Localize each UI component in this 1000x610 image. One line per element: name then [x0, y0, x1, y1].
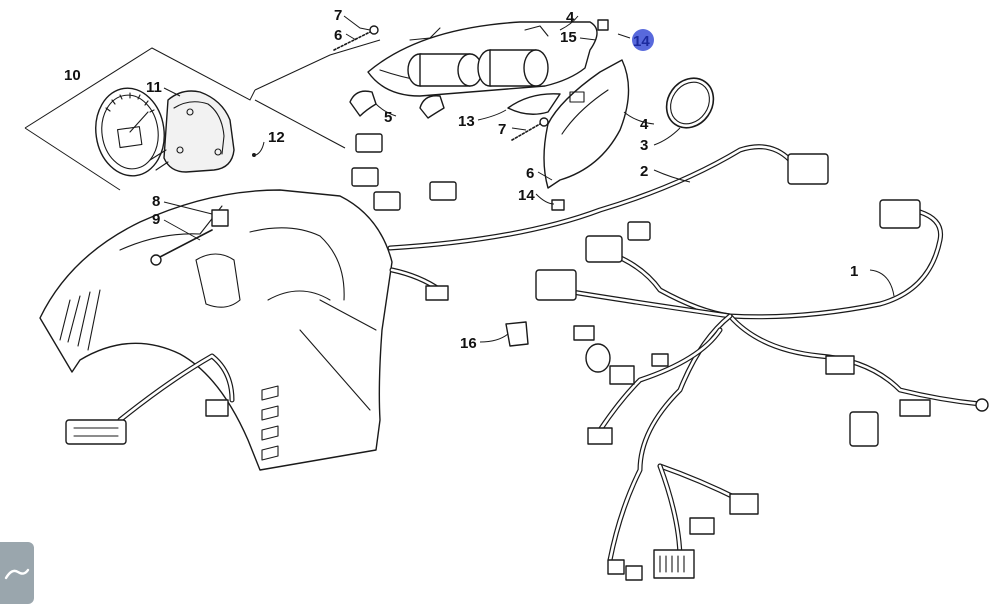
clip-14-lower[interactable] — [551, 199, 565, 211]
callout-14-highlight[interactable] — [632, 29, 654, 51]
callout-14-top[interactable]: 14 — [633, 33, 650, 50]
clip-8[interactable] — [211, 209, 229, 227]
callout-labels: 1 2 3 4 4 5 6 6 7 7 8 9 10 11 12 13 14 1… — [64, 7, 858, 352]
callout-13: 13 — [458, 113, 475, 130]
callout-5: 5 — [384, 109, 392, 126]
callout-10: 10 — [64, 67, 81, 84]
headlight-lens-13[interactable] — [507, 93, 561, 115]
callout-4-top: 4 — [566, 9, 575, 26]
callout-7-lower: 7 — [498, 121, 506, 138]
callout-14-lower: 14 — [518, 187, 535, 204]
callout-15: 15 — [560, 29, 577, 46]
headlight-bulb-right[interactable] — [477, 49, 549, 87]
callout-12: 12 — [268, 129, 285, 146]
gauge-group-bracket — [24, 39, 381, 191]
leader-lines — [163, 15, 895, 343]
callout-9: 9 — [152, 211, 160, 228]
callout-16: 16 — [460, 335, 477, 352]
gauge-back-housing[interactable] — [149, 90, 235, 173]
adjuster-spring-top[interactable] — [333, 25, 379, 51]
mounting-bolt-9[interactable] — [150, 229, 213, 266]
collapse-panel-button[interactable] — [0, 542, 34, 604]
speedometer-gauge[interactable] — [90, 84, 170, 181]
screw-12 — [252, 153, 256, 157]
clip-15[interactable] — [597, 19, 609, 31]
clip-16[interactable] — [505, 321, 529, 347]
retaining-ring-3[interactable] — [657, 69, 723, 137]
callout-11: 11 — [146, 79, 162, 96]
collapse-chevron-icon — [4, 568, 30, 580]
callout-6-lower: 6 — [526, 165, 534, 182]
callout-7-top: 7 — [334, 7, 342, 24]
bulb-socket-5a[interactable] — [349, 90, 377, 117]
callout-4-lower: 4 — [640, 116, 649, 133]
main-harness-1[interactable] — [535, 199, 989, 581]
adjuster-spring-lower[interactable] — [511, 117, 549, 141]
harness-2[interactable] — [387, 144, 829, 301]
headlight-bulb-left[interactable] — [407, 53, 483, 87]
fairing-harness-lower[interactable] — [65, 353, 235, 445]
callout-1: 1 — [850, 263, 858, 280]
callout-2: 2 — [640, 163, 648, 180]
callout-6-top: 6 — [334, 27, 342, 44]
bulb-socket-5b[interactable] — [419, 95, 445, 119]
callout-8: 8 — [152, 193, 160, 210]
connector-group-upper[interactable] — [351, 133, 457, 211]
headlight-reflector-lower[interactable] — [543, 59, 630, 189]
front-fairing-body[interactable] — [39, 189, 393, 471]
callout-3: 3 — [640, 137, 648, 154]
